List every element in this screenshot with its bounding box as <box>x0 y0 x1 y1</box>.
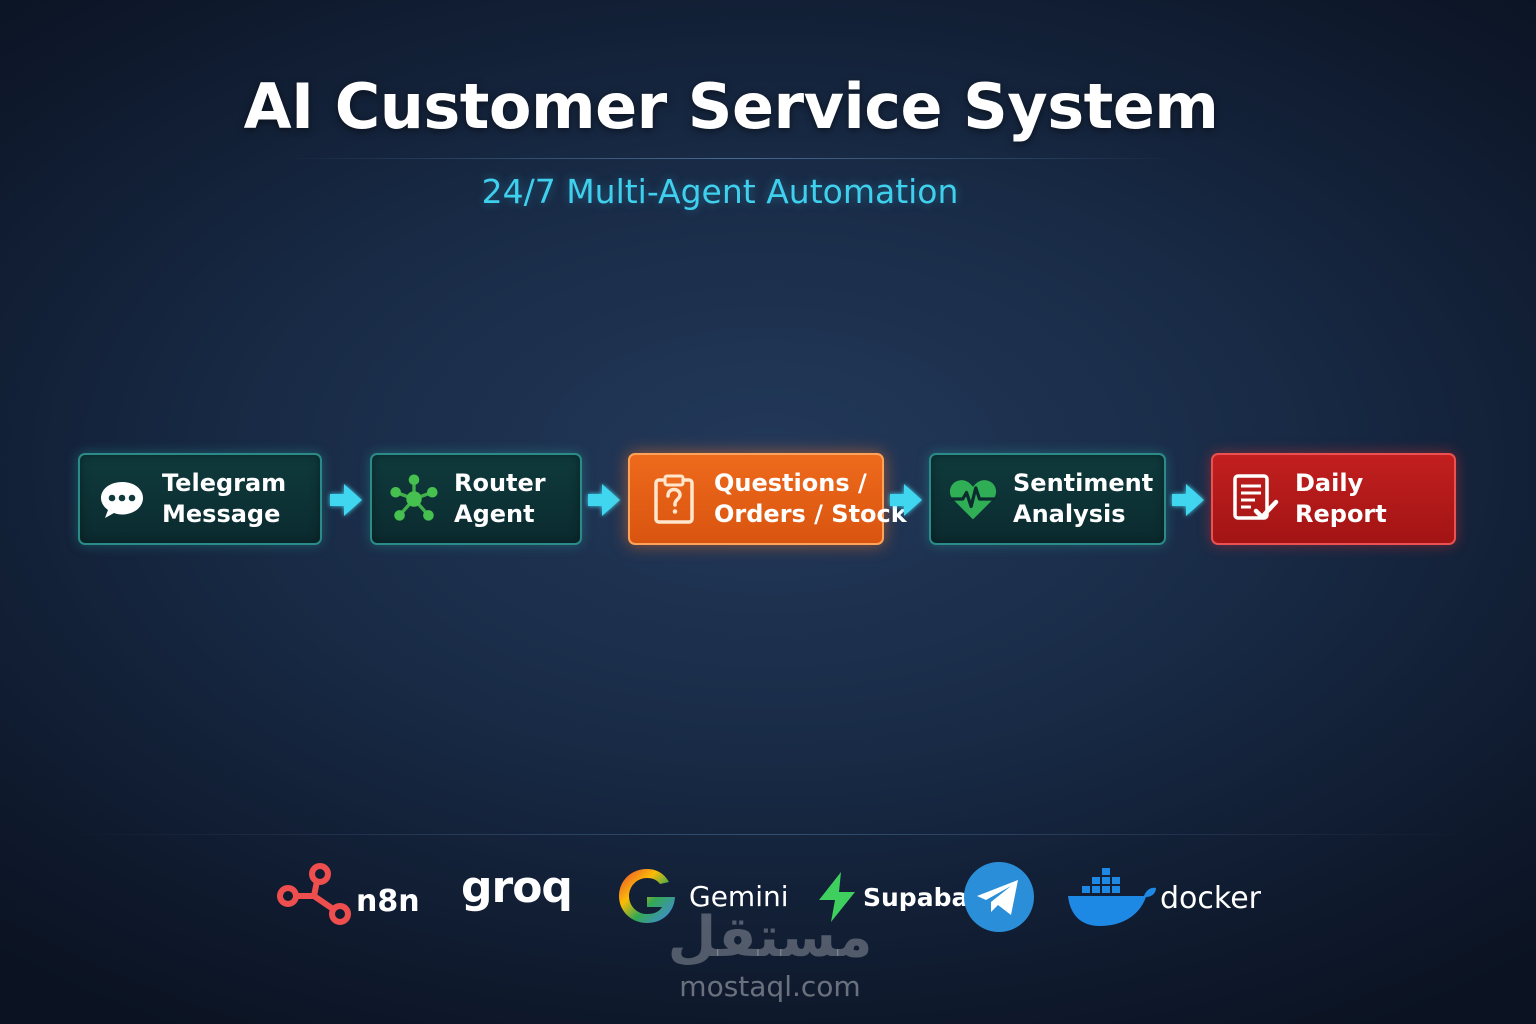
supabase-bolt-icon <box>819 872 855 922</box>
clipboard-question-icon <box>648 473 700 525</box>
telegram-plane-icon <box>964 862 1034 932</box>
docker-wordmark: docker <box>1160 880 1261 916</box>
heart-pulse-icon <box>947 473 999 525</box>
gemini-g-icon <box>619 869 675 923</box>
flow-arrow-3 <box>890 484 922 516</box>
flow-node-questions-orders-stock: Questions / Orders / Stock <box>628 453 907 545</box>
telegram-logo <box>962 860 1036 934</box>
n8n-logo: n8n <box>276 862 420 926</box>
watermark-url: mostaql.com <box>679 970 861 1003</box>
n8n-wordmark: n8n <box>356 883 420 919</box>
chat-bubble-icon <box>96 473 148 525</box>
page-subtitle: 24/7 Multi-Agent Automation <box>481 172 959 211</box>
flow-node-router-agent: Router Agent <box>370 453 582 545</box>
flow-node-sentiment-analysis: Sentiment Analysis <box>929 453 1166 545</box>
flow-node-label: Telegram Message <box>162 469 287 528</box>
flow-arrow-4 <box>1172 484 1204 516</box>
n8n-icon <box>277 863 351 925</box>
groq-logo: groq <box>461 862 573 913</box>
report-check-icon <box>1229 473 1281 525</box>
flow-node-label: Daily Report <box>1295 469 1387 528</box>
docker-whale-icon <box>1068 868 1156 926</box>
docker-logo: docker <box>1066 866 1261 930</box>
groq-wordmark: groq <box>461 862 573 913</box>
network-hub-icon <box>388 473 440 525</box>
flow-arrow-2 <box>588 484 620 516</box>
title-divider <box>280 158 1180 159</box>
watermark-arabic: مستقل <box>667 905 873 970</box>
footer-divider <box>60 834 1480 835</box>
page-title: AI Customer Service System <box>243 70 1219 143</box>
gemini-logo: Gemini <box>613 864 789 928</box>
flow-node-label: Sentiment Analysis <box>1013 469 1154 528</box>
flow-node-daily-report: Daily Report <box>1211 453 1456 545</box>
flow-node-label: Router Agent <box>454 469 546 528</box>
gemini-wordmark: Gemini <box>689 879 789 913</box>
flow-node-label: Questions / Orders / Stock <box>714 469 907 528</box>
flow-arrow-1 <box>330 484 362 516</box>
flow-node-telegram-message: Telegram Message <box>78 453 322 545</box>
